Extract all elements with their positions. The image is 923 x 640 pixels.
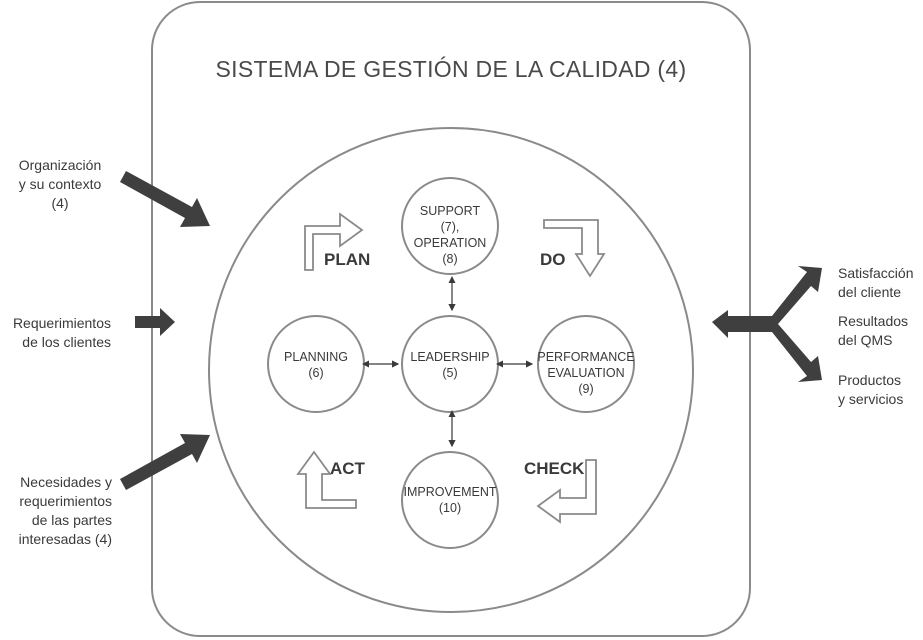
plan-cycle-arrow: [304, 212, 364, 271]
phase-act-label: ACT: [330, 459, 365, 478]
output-arrow-fork: [712, 266, 822, 382]
input-arrow-needs: [120, 434, 210, 490]
improvement-label: IMPROVEMENT (10): [403, 485, 497, 515]
performance-node: [537, 315, 635, 413]
check-cycle-arrow: [536, 459, 597, 524]
do-cycle-arrow: [543, 219, 606, 278]
support-node: [401, 177, 499, 275]
improvement-node: [401, 451, 499, 549]
act-cycle-arrow: [296, 450, 357, 509]
output-label-products: Productos y servicios: [838, 372, 904, 407]
input-arrow-context: [120, 171, 210, 227]
planning-label: PLANNING (6): [284, 350, 348, 380]
output-label-satisfaction: Satisfacción del cliente: [838, 265, 914, 300]
process-circle: [208, 127, 694, 613]
input-label-context: Organización y su contexto (4): [18, 157, 102, 211]
leadership-label: LEADERSHIP (5): [410, 350, 490, 380]
input-label-requirements: Requerimientos de los clientes: [12, 315, 111, 350]
output-label-qms-results: Resultados del QMS: [838, 313, 909, 348]
input-label-needs: Necesidades y requerimientos de las part…: [18, 474, 112, 547]
phase-plan-label: PLAN: [324, 250, 371, 269]
phase-check-label: CHECK: [524, 459, 585, 478]
input-arrow-requirements: [135, 308, 175, 336]
support-label: SUPPORT (7), OPERATION (8): [413, 204, 487, 266]
performance-label: PERFORMANCE EVALUATION (9): [537, 350, 635, 396]
phase-do-label: DO: [540, 250, 566, 269]
diagram-title: SISTEMA DE GESTIÓN DE LA CALIDAD (4): [215, 56, 687, 82]
